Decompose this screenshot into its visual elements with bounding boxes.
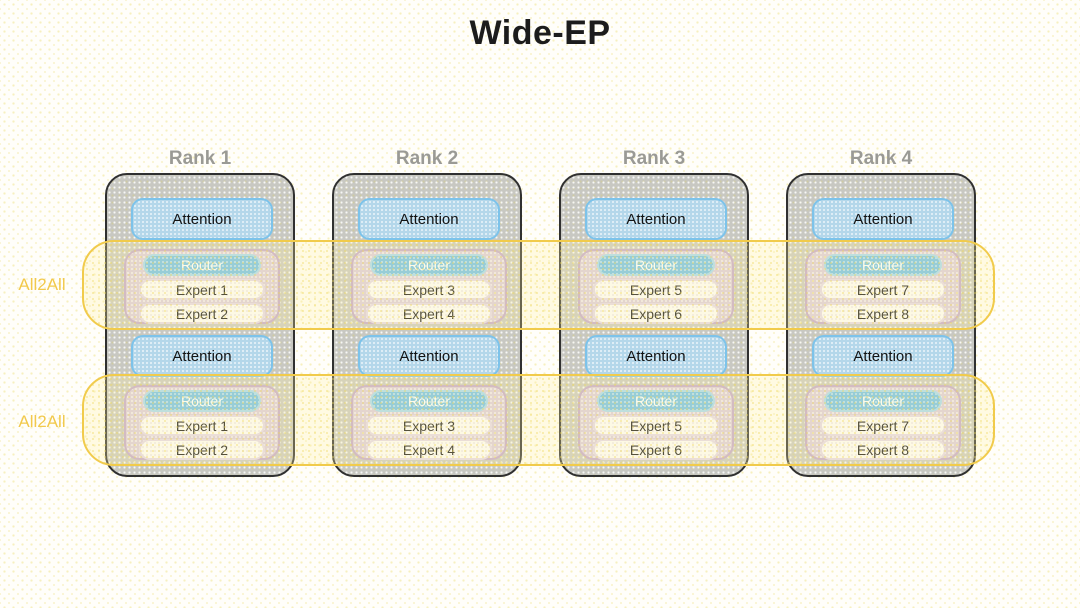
all2all-label-bottom: All2All (18, 412, 66, 431)
moe-group: Router Expert 1 Expert 2 (124, 385, 280, 460)
router-block: Router (597, 390, 715, 412)
expert-block: Expert 2 (139, 439, 265, 460)
expert-block: Expert 7 (820, 279, 946, 300)
attention-block: Attention (812, 335, 954, 377)
expert-block: Expert 3 (366, 279, 492, 300)
expert-block: Expert 8 (820, 439, 946, 460)
router-block: Router (824, 390, 942, 412)
expert-block: Expert 6 (593, 439, 719, 460)
router-block: Router (143, 254, 261, 276)
expert-block: Expert 6 (593, 303, 719, 324)
rank-label: Rank 3 (622, 148, 686, 169)
expert-block: Expert 2 (139, 303, 265, 324)
attention-block: Attention (131, 198, 273, 240)
rank-label: Rank 4 (849, 148, 913, 169)
router-block: Router (597, 254, 715, 276)
expert-block: Expert 3 (366, 415, 492, 436)
expert-block: Expert 7 (820, 415, 946, 436)
all2all-label-top: All2All (18, 275, 66, 294)
expert-block: Expert 8 (820, 303, 946, 324)
router-block: Router (370, 254, 488, 276)
rank-label: Rank 2 (395, 148, 459, 169)
expert-block: Expert 4 (366, 439, 492, 460)
expert-block: Expert 5 (593, 279, 719, 300)
moe-group: Router Expert 3 Expert 4 (351, 249, 507, 324)
rank-box: Attention Router Expert 5 Expert 6 Atten… (559, 173, 749, 477)
attention-block: Attention (358, 335, 500, 377)
attention-block: Attention (358, 198, 500, 240)
router-block: Router (824, 254, 942, 276)
expert-block: Expert 1 (139, 415, 265, 436)
expert-block: Expert 4 (366, 303, 492, 324)
moe-group: Router Expert 5 Expert 6 (578, 385, 734, 460)
attention-block: Attention (585, 198, 727, 240)
moe-group: Router Expert 7 Expert 8 (805, 385, 961, 460)
moe-group: Router Expert 1 Expert 2 (124, 249, 280, 324)
attention-block: Attention (812, 198, 954, 240)
rank-column-4: Rank 4 Attention Router Expert 7 Expert … (786, 148, 976, 477)
rank-column-3: Rank 3 Attention Router Expert 5 Expert … (559, 148, 749, 477)
attention-block: Attention (585, 335, 727, 377)
moe-group: Router Expert 7 Expert 8 (805, 249, 961, 324)
rank-box: Attention Router Expert 7 Expert 8 Atten… (786, 173, 976, 477)
attention-block: Attention (131, 335, 273, 377)
router-block: Router (143, 390, 261, 412)
diagram-title: Wide-EP (469, 14, 611, 52)
moe-group: Router Expert 5 Expert 6 (578, 249, 734, 324)
router-block: Router (370, 390, 488, 412)
rank-column-1: Rank 1 Attention Router Expert 1 Expert … (105, 148, 295, 477)
expert-block: Expert 5 (593, 415, 719, 436)
rank-column-2: Rank 2 Attention Router Expert 3 Expert … (332, 148, 522, 477)
rank-box: Attention Router Expert 1 Expert 2 Atten… (105, 173, 295, 477)
moe-group: Router Expert 3 Expert 4 (351, 385, 507, 460)
rank-label: Rank 1 (168, 148, 232, 169)
rank-box: Attention Router Expert 3 Expert 4 Atten… (332, 173, 522, 477)
expert-block: Expert 1 (139, 279, 265, 300)
